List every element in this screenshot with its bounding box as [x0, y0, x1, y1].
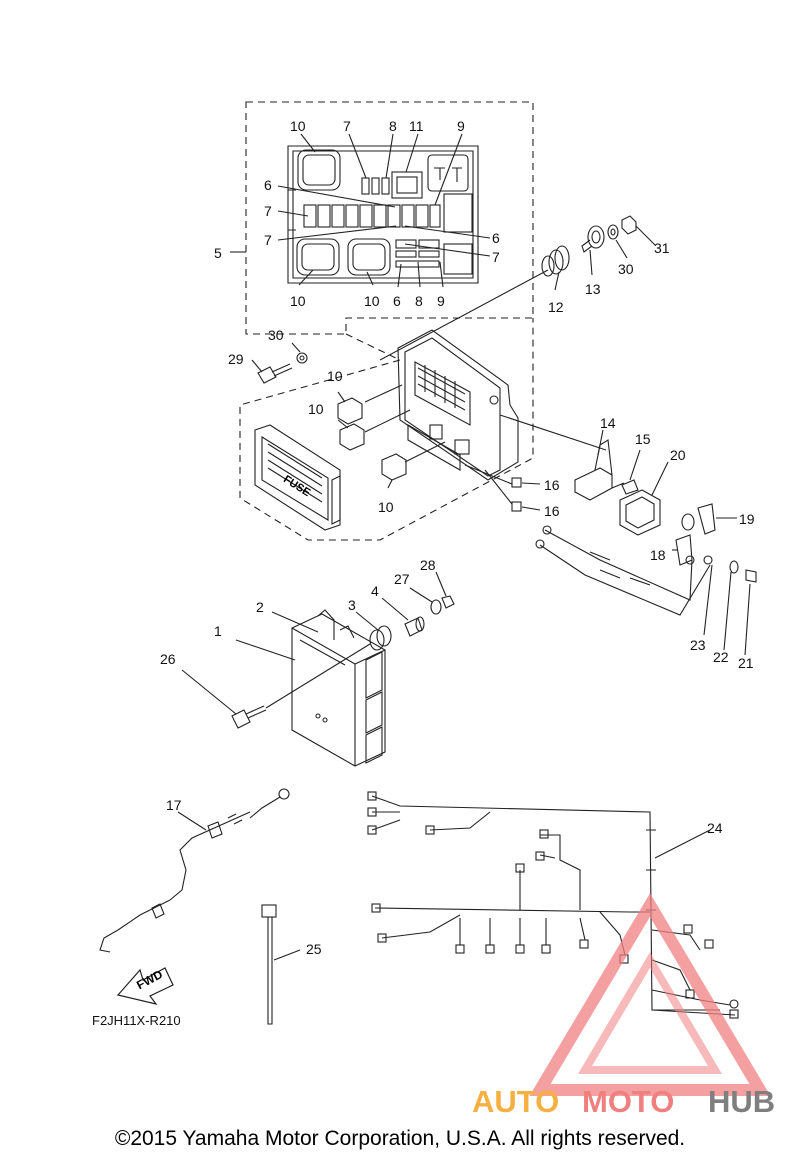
callout-3: 3	[348, 597, 356, 613]
washer-22	[723, 560, 739, 651]
cap-19	[681, 503, 737, 535]
callout-30b: 30	[618, 261, 634, 277]
starter-relay-20	[619, 461, 669, 536]
callout-10a: 10	[290, 118, 306, 134]
callout-6a: 6	[264, 177, 272, 193]
callout-12: 12	[548, 299, 564, 315]
callout-10d: 10	[327, 368, 343, 384]
wire-harness-24	[367, 791, 739, 1019]
collar-13	[581, 225, 605, 276]
callout-24: 24	[707, 820, 723, 836]
callout-14: 14	[600, 415, 616, 431]
callout-8a: 8	[389, 118, 397, 134]
copyright-text: ©2015 Yamaha Motor Corporation, U.S.A. A…	[114, 1127, 686, 1150]
ecu-1	[291, 609, 386, 767]
callout-20: 20	[670, 447, 686, 463]
callout-30a: 30	[268, 327, 284, 343]
callout-18: 18	[650, 547, 666, 563]
callout-10f: 10	[378, 499, 394, 515]
nut-31	[621, 215, 656, 246]
fwd-arrow	[116, 967, 174, 1005]
callout-13: 13	[585, 281, 601, 297]
callout-9b: 9	[437, 293, 445, 309]
ecu-grommets	[235, 571, 455, 661]
fusebox-detail-outline	[245, 101, 534, 335]
callout-10e: 10	[308, 401, 324, 417]
washer-30	[607, 224, 628, 259]
callout-8b: 8	[415, 293, 423, 309]
bolt-15	[611, 449, 641, 495]
callout-7c: 7	[264, 232, 272, 248]
relay-group-outline	[239, 318, 534, 541]
fusebox-housing	[397, 329, 519, 481]
ground-cable-17	[99, 788, 290, 953]
callout-28: 28	[420, 557, 436, 573]
bolt-21	[744, 569, 757, 656]
clamp-16	[464, 464, 541, 512]
fusebox-leaders	[230, 133, 491, 288]
callout-9a: 9	[457, 118, 465, 134]
callout-21: 21	[738, 655, 754, 671]
watermark-moto: MOTO	[582, 1084, 674, 1119]
callout-22: 22	[713, 649, 729, 665]
watermark-logo: AUTO MOTO HUB	[472, 893, 775, 1119]
bracket-14	[574, 429, 613, 501]
callout-17: 17	[166, 797, 182, 813]
callout-15: 15	[635, 431, 651, 447]
callout-10b: 10	[290, 293, 306, 309]
callout-25: 25	[306, 941, 322, 957]
bolt-26	[181, 643, 371, 729]
callout-23: 23	[690, 637, 706, 653]
diagram-code: F2JH11X-R210	[92, 1013, 181, 1028]
callout-7d: 7	[492, 249, 500, 265]
callout-2: 2	[256, 599, 264, 615]
bracket-18	[672, 534, 693, 566]
callout-6b: 6	[492, 230, 500, 246]
fuse-cover	[254, 424, 341, 531]
fusebox-detail	[287, 145, 479, 284]
callout-6c: 6	[393, 293, 401, 309]
callout-7a: 7	[343, 118, 351, 134]
watermark-auto: AUTO	[472, 1084, 559, 1119]
relay-parts	[337, 384, 446, 489]
callout-29: 29	[228, 351, 244, 367]
callout-7b: 7	[264, 203, 272, 219]
callout-19: 19	[739, 511, 755, 527]
callout-10c: 10	[364, 293, 380, 309]
cable-tie-25	[261, 904, 301, 1025]
callout-26: 26	[160, 651, 176, 667]
battery-cables	[535, 525, 713, 616]
callout-16a: 16	[544, 477, 560, 493]
callout-11: 11	[409, 118, 424, 134]
bolt-29	[251, 342, 308, 384]
grommet-12	[541, 245, 570, 291]
callout-31: 31	[654, 240, 670, 256]
callout-4: 4	[371, 583, 379, 599]
callout-5: 5	[214, 245, 222, 261]
callout-27: 27	[394, 571, 410, 587]
callout-16b: 16	[544, 503, 560, 519]
callout-1: 1	[214, 623, 222, 639]
watermark-hub: HUB	[708, 1084, 775, 1119]
